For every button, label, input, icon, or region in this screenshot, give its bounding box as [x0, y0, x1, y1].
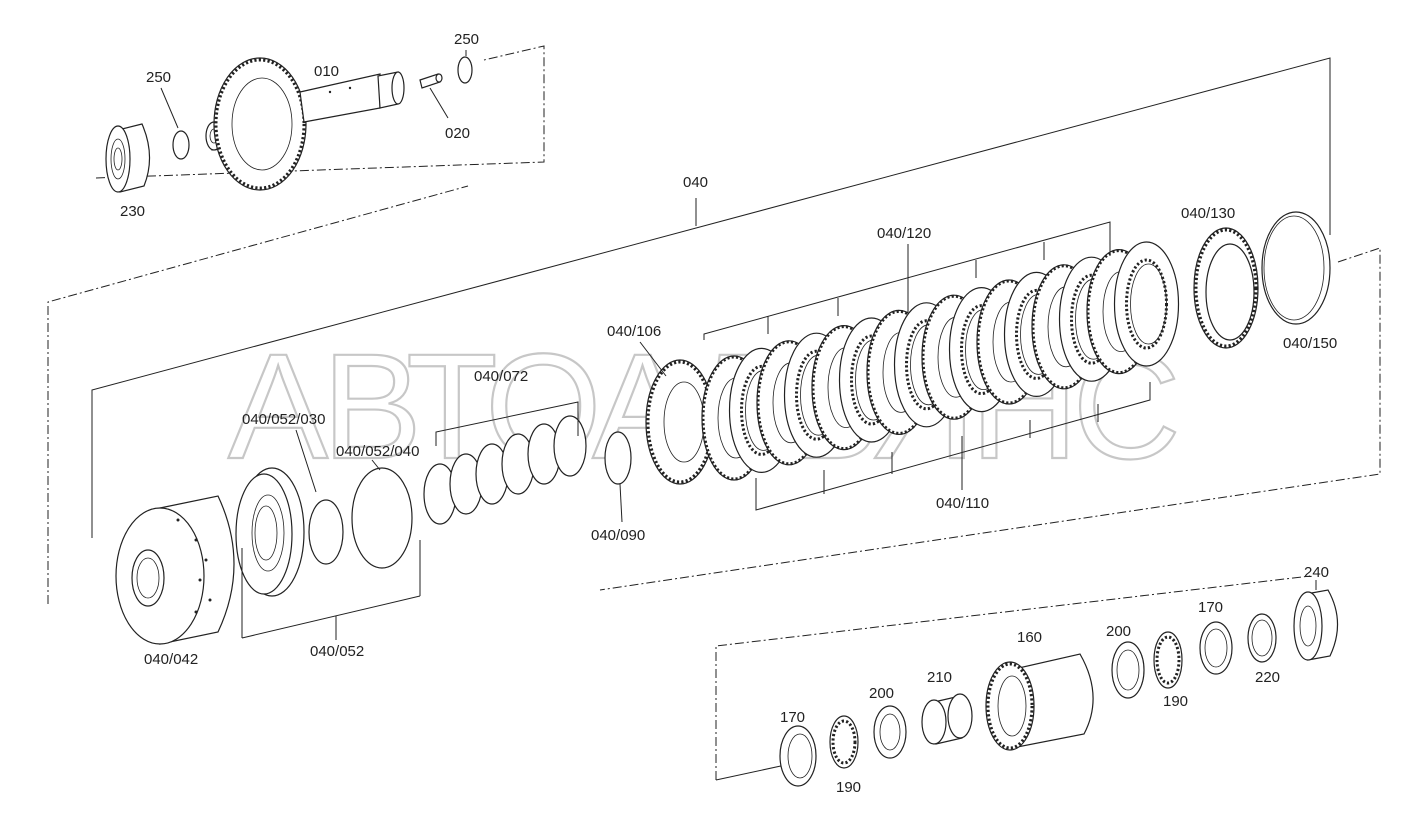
label-240: 240	[1304, 564, 1329, 581]
label-190-right: 190	[1163, 693, 1188, 710]
label-040-072: 040/072	[474, 368, 528, 385]
label-230: 230	[120, 203, 145, 220]
label-040-052-040: 040/052/040	[336, 443, 419, 460]
gear-group	[715, 575, 1339, 787]
label-040-150: 040/150	[1283, 335, 1337, 352]
ring-250-left	[172, 130, 190, 160]
bearing-230	[105, 123, 151, 193]
label-170-right: 170	[1198, 599, 1223, 616]
shaft-010	[205, 57, 405, 191]
pin-020	[419, 73, 443, 89]
label-040-052-030: 040/052/030	[242, 411, 325, 428]
ring-250-right	[457, 56, 473, 84]
label-170-left: 170	[780, 709, 805, 726]
label-040-052: 040/052	[310, 643, 364, 660]
clutch-disc-stack	[701, 241, 1180, 481]
label-010: 010	[314, 63, 339, 80]
label-160: 160	[1017, 629, 1042, 646]
label-200-left: 200	[869, 685, 894, 702]
label-040-120: 040/120	[877, 225, 931, 242]
assembly-040	[47, 57, 1381, 604]
label-040-042: 040/042	[144, 651, 198, 668]
label-040-110: 040/110	[936, 495, 989, 512]
label-040-090: 040/090	[591, 527, 645, 544]
snap-ring-040-090	[604, 431, 632, 485]
label-220: 220	[1255, 669, 1280, 686]
bracket-040-110	[755, 382, 1151, 511]
label-200-right: 200	[1106, 623, 1131, 640]
label-250-left: 250	[146, 69, 171, 86]
label-210: 210	[927, 669, 952, 686]
drum-040-042	[115, 495, 235, 645]
steel-disc	[1113, 241, 1180, 367]
seal-040-052-030	[308, 499, 344, 565]
seal-040-052-040	[351, 467, 413, 569]
label-040-106: 040/106	[607, 323, 661, 340]
label-190-left: 190	[836, 779, 861, 796]
label-040-130: 040/130	[1181, 205, 1235, 222]
label-250-right: 250	[454, 31, 479, 48]
label-040: 040	[683, 174, 708, 191]
springs-040-072	[423, 401, 587, 525]
plate-040-130	[1193, 227, 1259, 349]
piston-040-052	[235, 467, 421, 640]
shaft-group	[95, 45, 545, 193]
label-020: 020	[445, 125, 470, 142]
ring-040-150	[1261, 211, 1331, 325]
